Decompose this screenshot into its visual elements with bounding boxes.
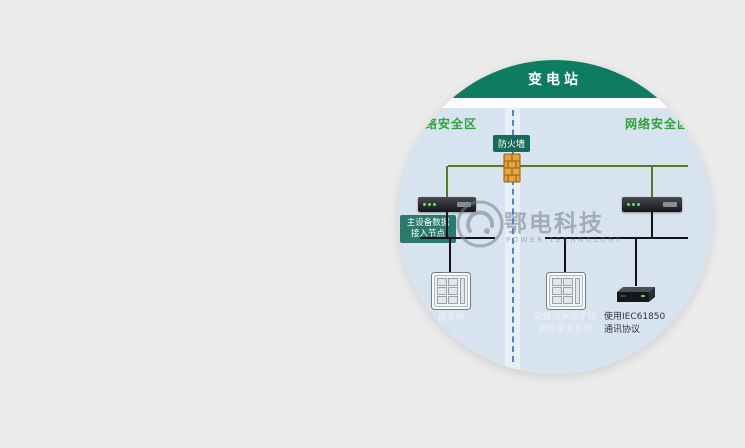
network-bus-line: [448, 165, 688, 167]
protection-panel-left: [431, 272, 471, 310]
ethernet-switch-right: [622, 197, 682, 212]
comm-server-box: [617, 287, 655, 302]
switch-downlink-left: [446, 212, 448, 238]
device-drop-left: [449, 239, 451, 272]
device-label-middle: 交直流保信子站 故障录波系统: [526, 311, 604, 336]
switch-led: [637, 203, 640, 206]
switch-led: [423, 203, 426, 206]
device-label-left: 保系统: [416, 312, 486, 325]
switch-ports: [663, 202, 677, 207]
device-label-middle-line1: 交直流保信子站: [533, 312, 597, 322]
zone-divider-dashed-line: [512, 110, 514, 362]
switch-uplink-right: [651, 166, 653, 197]
firewall-icon: [503, 153, 521, 183]
device-label-left-text: 保系统: [437, 313, 465, 323]
node-label-line1: 主设备数据: [406, 217, 450, 228]
switch-led: [433, 203, 436, 206]
device-label-right-line2: 通讯协议: [604, 324, 641, 335]
switch-led: [428, 203, 431, 206]
switch-led: [627, 203, 630, 206]
switch-led: [632, 203, 635, 206]
device-label-right: 使用IEC61850 通讯协议: [604, 311, 690, 336]
station-bus-left: [420, 237, 495, 239]
ethernet-switch-left: [418, 197, 476, 212]
zone-label-left: 网络安全区: [412, 117, 478, 131]
switch-uplink-left: [446, 166, 448, 197]
substation-header: 变电站: [398, 60, 712, 98]
zone-label-right: 网络安全区: [625, 117, 691, 131]
protection-panel-middle: [546, 272, 586, 310]
station-bus-right: [545, 237, 688, 239]
switch-downlink-right: [651, 212, 653, 238]
diagram-circle: 变电站 网络安全区 网络安全区 防火墙: [398, 60, 712, 374]
device-drop-middle: [564, 239, 566, 272]
device-label-right-line1: 使用IEC61850: [604, 312, 666, 322]
node-label-line2: 接入节点: [410, 229, 445, 239]
switch-ports: [457, 202, 471, 207]
device-drop-right: [635, 239, 637, 286]
substation-title: 变电站: [528, 72, 582, 88]
device-label-middle-line2: 故障录波系统: [537, 324, 592, 335]
firewall-label: 防火墙: [493, 135, 531, 152]
